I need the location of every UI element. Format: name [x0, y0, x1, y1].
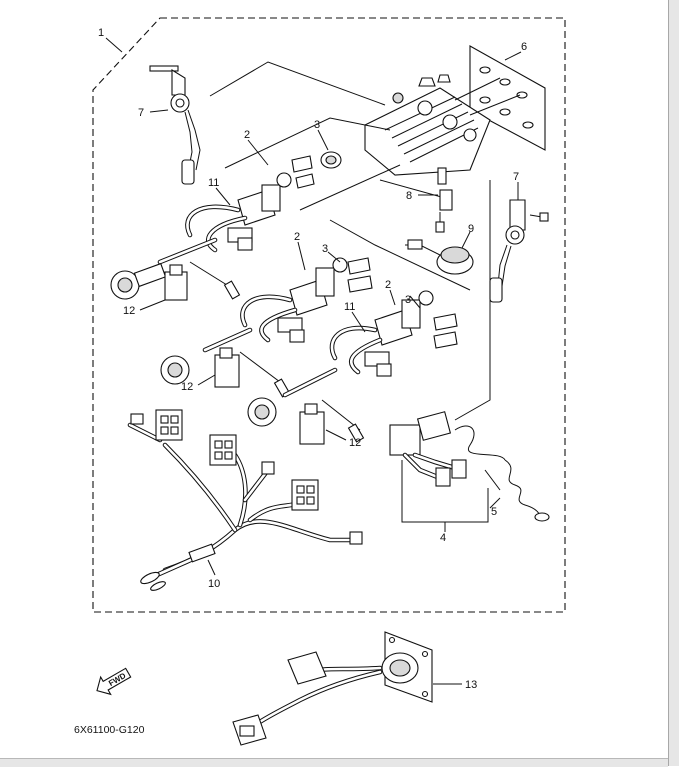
callout-leader-3c — [409, 295, 421, 309]
extension-harness — [232, 631, 433, 746]
callout-leader-5 — [489, 497, 501, 509]
callout-leader-11b — [351, 311, 366, 333]
callout-leader-12a — [139, 299, 166, 311]
callout-leader-7a — [149, 109, 169, 113]
callout-12c: 12 — [349, 437, 361, 449]
callout-leader-6 — [504, 51, 522, 61]
callout-leader-12b — [197, 374, 216, 386]
buzzer — [405, 239, 474, 275]
callout-leader-10 — [207, 559, 216, 576]
assembly-boundary — [92, 17, 566, 613]
callout-4: 4 — [440, 532, 446, 544]
clip — [435, 189, 453, 233]
callout-7b: 7 — [513, 171, 519, 183]
callout-leader-3b — [327, 251, 341, 263]
wire-harness — [127, 409, 363, 591]
callout-12b: 12 — [181, 381, 193, 393]
callout-leader-11a — [215, 187, 231, 206]
exploded-parts-diagram: FWD 1 2 3 6 7 7 8 9 11 2 3 2 3 11 12 12 … — [74, 17, 566, 746]
callout-leader-1 — [105, 37, 123, 53]
callout-11b: 11 — [344, 301, 355, 313]
callout-11a: 11 — [208, 177, 219, 189]
callout-leader-12c — [325, 429, 347, 441]
catalog-code: 6X61100-G120 — [74, 724, 145, 736]
callout-3c: 3 — [405, 294, 411, 306]
callout-13: 13 — [465, 679, 477, 691]
sensor-bracket-right — [489, 199, 549, 303]
callout-7a: 7 — [138, 107, 144, 119]
callout-1: 1 — [98, 27, 104, 39]
callout-2a: 2 — [244, 129, 250, 141]
callout-2c: 2 — [385, 279, 391, 291]
mounting-plate — [469, 45, 546, 151]
sensor-bracket-left — [149, 65, 201, 185]
callout-12a: 12 — [123, 305, 135, 317]
emergency-stop-switch — [389, 411, 550, 522]
callout-leader-2c — [389, 289, 396, 306]
callout-5: 5 — [491, 506, 497, 518]
callout-8: 8 — [406, 190, 412, 202]
switch-panel-bracket — [364, 74, 491, 185]
callout-6: 6 — [521, 41, 527, 53]
forward-direction-badge: FWD — [96, 667, 132, 696]
callout-10: 10 — [208, 578, 220, 590]
callout-leader-9 — [461, 231, 471, 249]
main-switch-a — [110, 151, 342, 301]
main-switch-c — [247, 290, 458, 445]
window-scrollbar-track[interactable] — [668, 0, 679, 766]
callout-3b: 3 — [322, 243, 328, 255]
callout-2b: 2 — [294, 231, 300, 243]
main-switch-b — [160, 257, 373, 398]
callout-leader-2a — [247, 139, 269, 166]
callout-3a: 3 — [314, 119, 320, 131]
callout-leader-2b — [297, 241, 306, 271]
callout-9: 9 — [468, 223, 474, 235]
callout-leader-3a — [317, 129, 329, 151]
window-bottom-edge — [0, 758, 668, 767]
